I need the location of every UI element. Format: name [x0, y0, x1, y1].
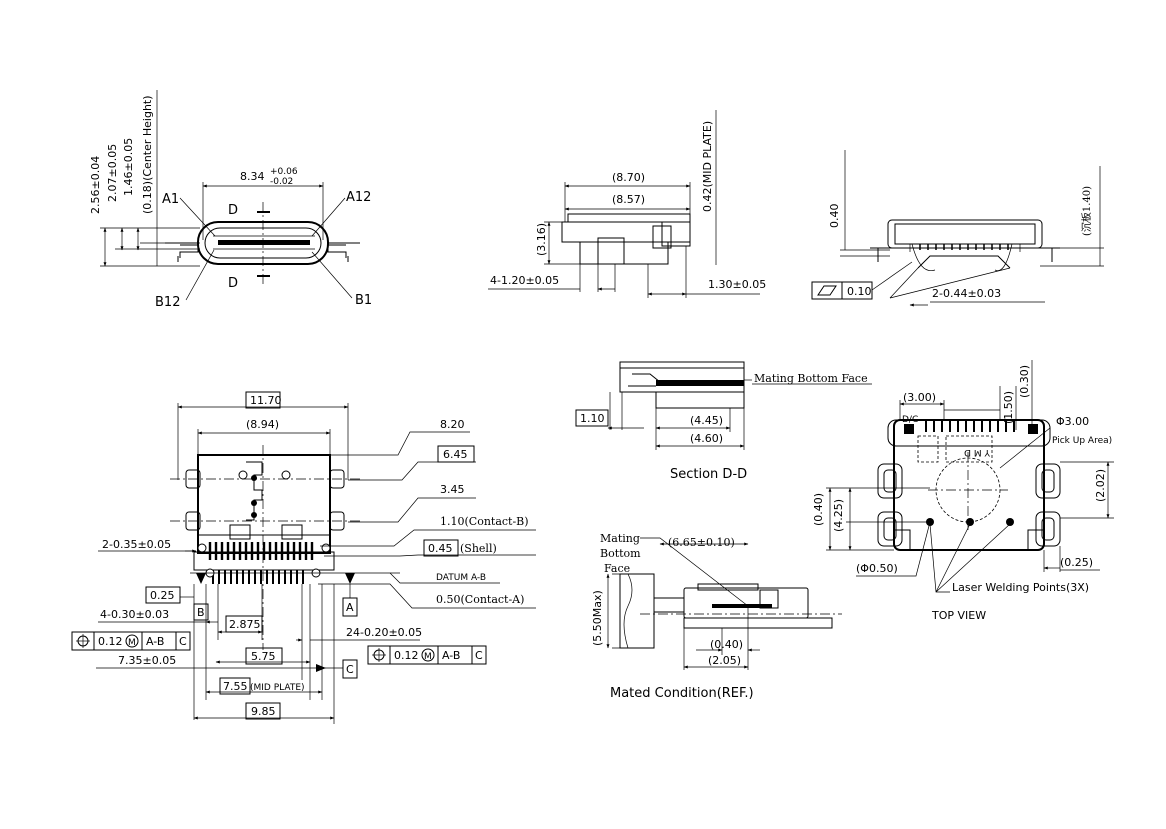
dim-3-16: (3.16) [535, 223, 548, 256]
date-code-label: D/C [902, 415, 918, 425]
dim-pegs: 4-1.20±0.05 [490, 274, 559, 287]
mated-label-2: Bottom [600, 547, 641, 560]
mated-condition-view: Mating Bottom Face (6.65±0.10) (5.50Max)… [591, 532, 842, 701]
dim-0-40-mated: (0.40) [710, 638, 743, 651]
dia-3-00: Φ3.00 [1056, 415, 1089, 428]
dim-0-30: 4-0.30±0.03 [100, 608, 169, 621]
dim-9-85: 9.85 [251, 705, 276, 718]
datum-ab: DATUM A-B [436, 573, 486, 583]
dim-2-875: 2.875 [229, 618, 261, 631]
dim-7-55-note: (MID PLATE) [250, 683, 305, 693]
dim-8-57: (8.57) [612, 193, 645, 206]
mated-label-3: Face [604, 562, 630, 575]
pin-b12: B12 [155, 295, 180, 310]
dim-0-40: 0.40 [828, 204, 841, 229]
dim-width-tol-plus: +0.06 [270, 167, 298, 177]
datum-c: C [346, 663, 354, 676]
dim-contact-b: 1.10(Contact-B) [440, 515, 529, 528]
dim-mid-plate: 0.42(MID PLATE) [701, 121, 714, 212]
dim-height-total: 2.56±0.04 [89, 156, 102, 214]
section-label-top: D [228, 203, 238, 218]
tol-ab-left: A-B [146, 635, 164, 648]
mated-label-1: Mating [600, 532, 640, 545]
dim-3-00: (3.00) [903, 391, 936, 404]
dim-5-50: (5.50Max) [591, 590, 604, 646]
pin-b1: B1 [355, 293, 372, 308]
dim-3-45: 3.45 [440, 483, 465, 496]
dim-0-20: 24-0.20±0.05 [346, 626, 422, 639]
top-view: (3.00) (1.50) (0.30) D/C Y M D Φ3.00 Pic… [812, 360, 1114, 622]
dim-1-50: (1.50) [1002, 391, 1015, 424]
datum-a: A [346, 601, 354, 614]
mated-title: Mated Condition(REF.) [610, 686, 754, 701]
dim-board: (沉板1.40) [1080, 186, 1093, 236]
dim-5-75: 5.75 [251, 650, 276, 663]
dim-1-10: 1.10 [580, 412, 605, 425]
dim-0-40-top: (0.40) [812, 493, 825, 526]
dim-0-30-top: (0.30) [1018, 365, 1031, 398]
dia-0-50: (Φ0.50) [856, 562, 898, 575]
dim-0-25: 0.25 [150, 589, 175, 602]
dim-height-mid: 2.07±0.05 [106, 144, 119, 202]
dim-8-70: (8.70) [612, 171, 645, 184]
dim-width-tol-minus: -0.02 [270, 177, 293, 187]
top-view-title: TOP VIEW [931, 609, 986, 622]
section-label-bottom: D [228, 276, 238, 291]
dim-shell-box: 0.45 [428, 542, 453, 555]
dim-shell: (Shell) [460, 542, 497, 555]
dim-7-35: 7.35±0.05 [118, 654, 176, 667]
mating-face-label: Mating Bottom Face [754, 372, 868, 385]
dim-8-20: 8.20 [440, 418, 465, 431]
footprint-view: 11.70 (8.94) [71, 391, 536, 724]
dim-2-02: (2.02) [1094, 469, 1107, 502]
dim-4-60: (4.60) [690, 432, 723, 445]
dim-4-25: (4.25) [832, 499, 845, 532]
dim-11-70: 11.70 [250, 394, 282, 407]
laser-welding-label: Laser Welding Points(3X) [952, 581, 1089, 594]
dim-0-35: 2-0.35±0.05 [102, 538, 171, 551]
tol-m-right: M [424, 652, 432, 662]
dim-0-25-top: (0.25) [1060, 556, 1093, 569]
tol-value-right: 0.12 [394, 649, 419, 662]
tol-c-right: C [475, 649, 483, 662]
dim-contact-a: 0.50(Contact-A) [436, 593, 524, 606]
dim-6-65: (6.65±0.10) [668, 536, 735, 549]
flatness-value: 0.10 [847, 285, 872, 298]
dim-center-height: (0.18)(Center Height) [141, 95, 154, 214]
dim-4-45: (4.45) [690, 414, 723, 427]
front-view: 2.56±0.04 2.07±0.05 1.46±0.05 (0.18)(Cen… [89, 90, 372, 310]
dim-2-05: (2.05) [708, 654, 741, 667]
dim-height-low: 1.46±0.05 [122, 138, 135, 196]
tol-ab-right: A-B [442, 649, 460, 662]
rear-view: 0.40 (沉板1.40) 0.10 2-0.44± [811, 150, 1104, 307]
section-dd-view: Mating Bottom Face 1.10 (4.45) (4.60) Se… [575, 361, 872, 482]
section-dd-title: Section D-D [670, 467, 747, 482]
ymd-label: Y M D [964, 447, 991, 457]
side-view: (8.70) (8.57) 0.42(MID PLATE) (3.16) 4-1… [488, 110, 766, 298]
datum-b: B [197, 606, 205, 619]
tol-c-left: C [179, 635, 187, 648]
dim-8-94: (8.94) [246, 418, 279, 431]
dim-width-base: 8.34 [240, 170, 265, 183]
tol-m-left: M [128, 638, 136, 648]
dim-6-45: 6.45 [443, 448, 468, 461]
pin-a12: A12 [346, 190, 371, 205]
pin-a1: A1 [162, 192, 179, 207]
dim-1-30: 1.30±0.05 [708, 278, 766, 291]
pick-up-area: Pick Up Area) [1052, 436, 1112, 446]
tol-value-left: 0.12 [98, 635, 123, 648]
dim-pitch: 2-0.44±0.03 [932, 287, 1001, 300]
dim-7-55: 7.55 [223, 680, 248, 693]
